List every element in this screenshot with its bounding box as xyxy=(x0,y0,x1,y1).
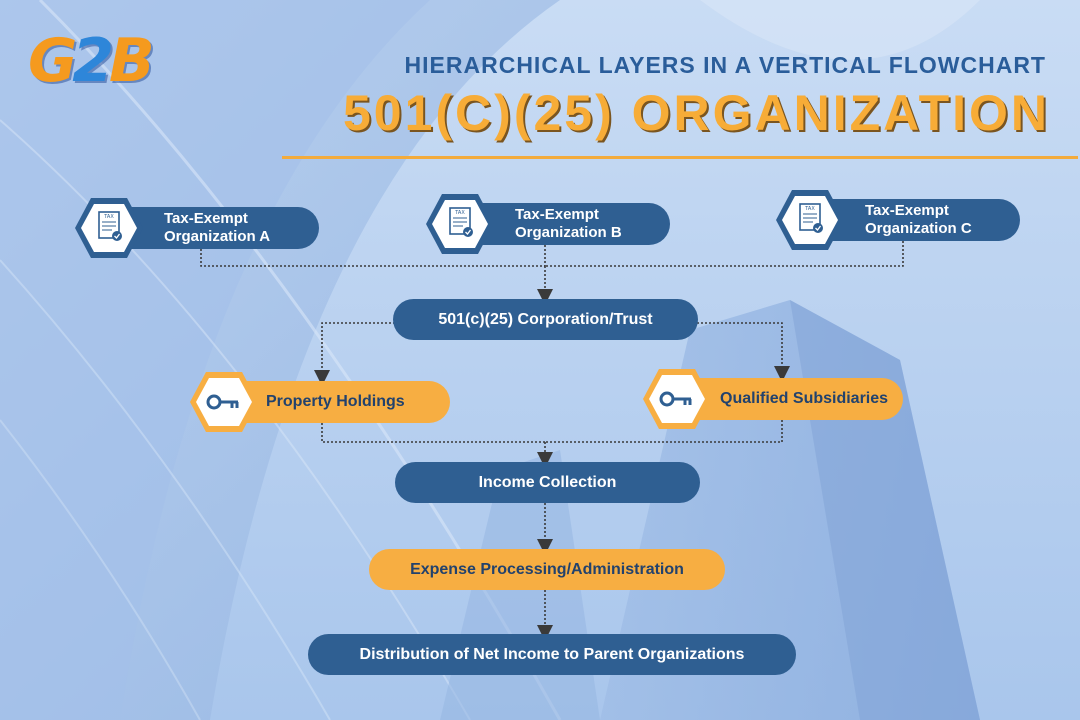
page-title: 501(C)(25) ORGANIZATION xyxy=(342,85,1050,141)
org-c-label-line1: Tax-Exempt xyxy=(865,202,949,219)
org-b-label-line2: Organization B xyxy=(515,224,622,241)
qualified-subsidiaries-label: Qualified Subsidiaries xyxy=(720,390,889,407)
expense-processing-node: Expense Processing/Administration xyxy=(369,549,725,590)
org-a-label-line2: Organization A xyxy=(164,228,271,245)
key-icon xyxy=(190,372,258,432)
tax-icon-text: TAX xyxy=(804,206,815,212)
tax-document-icon: TAX xyxy=(75,198,143,258)
org-c-label-line2: Organization C xyxy=(865,220,972,237)
tax-document-icon: TAX xyxy=(776,190,844,250)
page-subtitle: HIERARCHICAL LAYERS IN A VERTICAL FLOWCH… xyxy=(404,52,1046,78)
logo-letter-g: G xyxy=(28,26,77,96)
tax-icon-text: TAX xyxy=(103,214,114,220)
g2b-logo: G2B xyxy=(28,26,155,96)
connector-to-subsidiaries xyxy=(697,322,790,382)
logo-letter-b: B xyxy=(109,26,155,96)
tax-icon-text: TAX xyxy=(454,210,465,216)
connector-to-property xyxy=(314,322,395,386)
income-collection-node: Income Collection xyxy=(395,462,700,503)
connector-org-a xyxy=(200,249,545,267)
corporation-node: 501(c)(25) Corporation/Trust xyxy=(393,299,698,340)
org-b-label-line1: Tax-Exempt xyxy=(515,206,599,223)
logo-digit-2: 2 xyxy=(72,26,114,96)
connector-from-property xyxy=(321,423,545,443)
connector-from-subsidiaries xyxy=(545,420,783,443)
key-icon xyxy=(643,369,711,429)
property-holdings-label: Property Holdings xyxy=(266,393,405,410)
title-underline xyxy=(282,156,1078,159)
org-a-label-line1: Tax-Exempt xyxy=(164,210,248,227)
connector-org-c xyxy=(545,241,904,267)
distribution-node: Distribution of Net Income to Parent Org… xyxy=(308,634,796,675)
tax-document-icon: TAX xyxy=(426,194,494,254)
